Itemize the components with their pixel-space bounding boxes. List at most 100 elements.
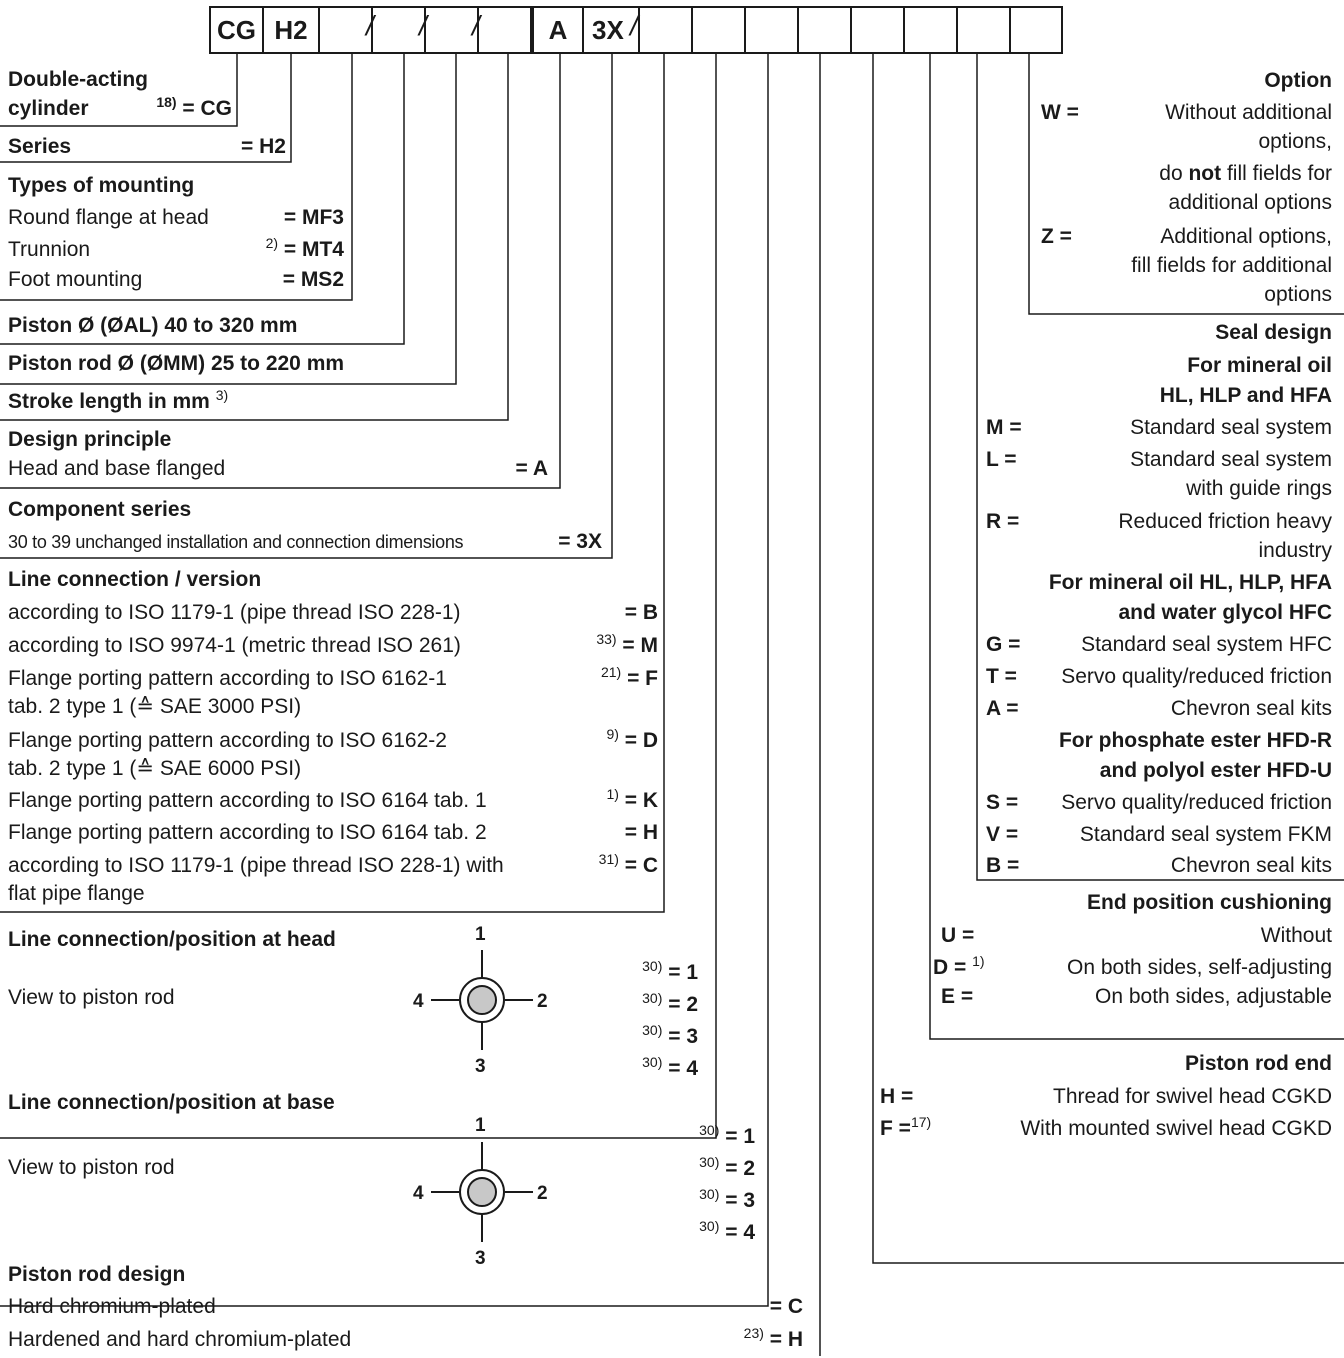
seal-code: V = (986, 823, 1019, 846)
seal-label: Chevron seal kits (1170, 697, 1332, 720)
code-value: = F (627, 667, 658, 690)
rod-design-item-code: = C (769, 1295, 803, 1318)
footnote: 30) (699, 1154, 720, 1170)
footnote: 17) (910, 1114, 932, 1130)
footnote: 2) (265, 235, 279, 251)
option-w-post: fill fields for (1221, 162, 1332, 185)
dial-label-1: 1 (475, 924, 486, 945)
footnote: 1) (606, 786, 619, 802)
cushion-label: Without (1260, 924, 1332, 947)
line-connection-item-label-2: tab. 2 type 1 (≙ SAE 3000 PSI) (8, 695, 302, 718)
option-z-code: Z = (1041, 225, 1072, 248)
code-box-cushion (903, 6, 958, 54)
seal-group-title: HL, HLP and HFA (1159, 384, 1332, 407)
line-connection-item-label: according to ISO 1179-1 (pipe thread ISO… (8, 854, 504, 877)
seal-label: Reduced friction heavy (1118, 510, 1332, 533)
code-box-design: A (532, 6, 584, 54)
footnote: 30) (642, 958, 663, 974)
code-box-component: 3X (582, 6, 640, 54)
cushion-title: End position cushioning (1087, 891, 1332, 914)
series-label: Series (8, 135, 72, 158)
seal-code: M = (986, 416, 1022, 439)
line-connection-item-code: 21) = F (600, 664, 658, 693)
code-value: F = (880, 1117, 911, 1140)
option-w-pre: do (1159, 162, 1189, 185)
code-value: = 4 (725, 1221, 755, 1244)
mounting-item-code: = MF3 (283, 206, 344, 229)
mounting-item-label: Trunnion (8, 238, 91, 261)
seal-label: Chevron seal kits (1170, 854, 1332, 877)
option-z-line: fill fields for additional (1131, 254, 1332, 277)
seal-label: with guide rings (1186, 477, 1332, 500)
cushion-label: On both sides, adjustable (1095, 985, 1332, 1008)
rod-end-code: F =17) (880, 1114, 932, 1143)
code-value: = 3 (668, 1025, 698, 1048)
seal-group-title: For phosphate ester HFD-R (1058, 729, 1332, 752)
rod-design-item-code: 23) = H (744, 1325, 803, 1354)
seal-label: Standard seal system (1130, 416, 1332, 439)
component-label: 30 to 39 unchanged installation and conn… (8, 532, 464, 552)
pos-base-code: 30) = 4 (699, 1218, 755, 1247)
rod-end-code: H = (880, 1085, 914, 1108)
code-value: = 4 (668, 1057, 698, 1080)
code-value: = H (769, 1328, 803, 1351)
mounting-item-code: = MS2 (282, 268, 344, 291)
mounting-title: Types of mounting (8, 174, 195, 197)
code-value: = C (624, 854, 658, 877)
code-value: = 2 (725, 1157, 755, 1180)
pos-base-view: View to piston rod (8, 1156, 175, 1179)
seal-code: G = (986, 633, 1021, 656)
footnote: 30) (699, 1218, 720, 1234)
dial-label-2: 2 (537, 1183, 548, 1204)
pos-base-code: 30) = 1 (699, 1122, 755, 1151)
line-connection-item-label: Flange porting pattern according to ISO … (8, 821, 487, 844)
dial-label-4: 4 (413, 991, 424, 1012)
design-code: = A (515, 457, 548, 480)
code-box-rod (424, 6, 479, 54)
line-connection-item-label-2: tab. 2 type 1 (≙ SAE 6000 PSI) (8, 757, 302, 780)
footnote: 1) (972, 953, 985, 969)
line-connection-item-label: Flange porting pattern according to ISO … (8, 789, 487, 812)
design-title: Design principle (8, 428, 172, 451)
code-box-seal (956, 6, 1011, 54)
line-connection-item-code: 31) = C (599, 851, 658, 880)
code-box-h2: H2 (262, 6, 320, 54)
code-value: = M (622, 634, 658, 657)
dial-label-2: 2 (537, 991, 548, 1012)
code-box-pos-base (744, 6, 799, 54)
line-connection-title: Line connection / version (8, 568, 262, 591)
code-value: = 2 (668, 993, 698, 1016)
option-w-line: Without additional (1165, 101, 1332, 124)
dial-label-4: 4 (413, 1183, 424, 1204)
mounting-item-code: 2) = MT4 (265, 235, 344, 264)
option-w-code: W = (1041, 101, 1079, 124)
code-box-piston (371, 6, 426, 54)
code-box-line-connection (638, 6, 693, 54)
cylinder-label-1: Double-acting (8, 68, 148, 91)
footnote: 30) (642, 1022, 663, 1038)
line-connection-item-code: 9) = D (606, 726, 658, 755)
code-value: = 3 (725, 1189, 755, 1212)
code-box-pos-head (691, 6, 746, 54)
seal-label: Servo quality/reduced friction (1061, 791, 1332, 814)
seal-code: L = (986, 448, 1017, 471)
code-value: = K (624, 789, 658, 812)
pos-head-code: 30) = 1 (642, 958, 698, 987)
separator-slash: / (630, 10, 638, 41)
code-box-rod-end (850, 6, 905, 54)
code-box-stroke (477, 6, 532, 54)
footnote: 30) (699, 1186, 720, 1202)
separator-slash: / (472, 10, 480, 41)
footnote: 33) (596, 631, 617, 647)
pos-head-title: Line connection/position at head (8, 928, 336, 951)
pos-head-view: View to piston rod (8, 986, 175, 1009)
line-connection-item-label: Flange porting pattern according to ISO … (8, 667, 447, 690)
footnote: 21) (600, 664, 622, 680)
option-z-line: Additional options, (1160, 225, 1332, 248)
pos-base-code: 30) = 3 (699, 1186, 755, 1215)
option-w-line: options, (1258, 130, 1332, 153)
mounting-item-label: Foot mounting (8, 268, 143, 291)
seal-code: R = (986, 510, 1020, 533)
